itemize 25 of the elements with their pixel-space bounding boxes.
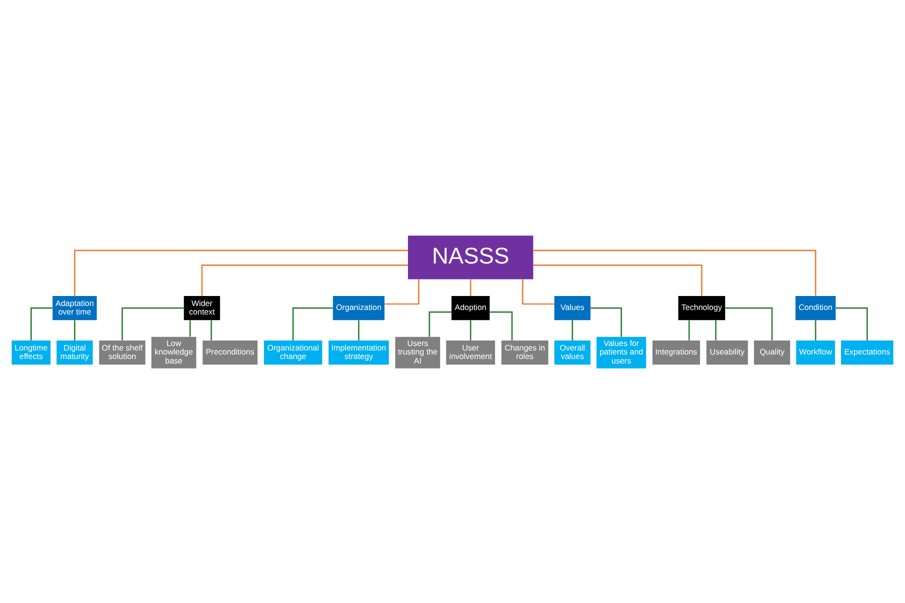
connector <box>715 320 716 340</box>
connector <box>292 306 333 340</box>
connector <box>688 320 690 340</box>
connector <box>210 320 212 340</box>
connector <box>122 306 184 340</box>
connector <box>836 306 868 340</box>
connector <box>814 320 816 340</box>
connector <box>490 310 513 340</box>
connector <box>428 310 452 336</box>
connector <box>470 320 472 340</box>
connector <box>358 320 360 340</box>
connector <box>201 264 408 296</box>
connector <box>533 249 816 296</box>
connector <box>189 320 191 336</box>
connector <box>30 306 52 340</box>
connector <box>522 278 554 304</box>
connector <box>725 306 773 340</box>
connector <box>74 249 408 296</box>
connector <box>590 306 622 336</box>
connector <box>572 320 574 340</box>
connector <box>533 264 702 296</box>
node-box: NASSS <box>408 235 534 279</box>
connector <box>384 278 420 304</box>
connector <box>74 320 76 340</box>
connector <box>470 279 472 296</box>
